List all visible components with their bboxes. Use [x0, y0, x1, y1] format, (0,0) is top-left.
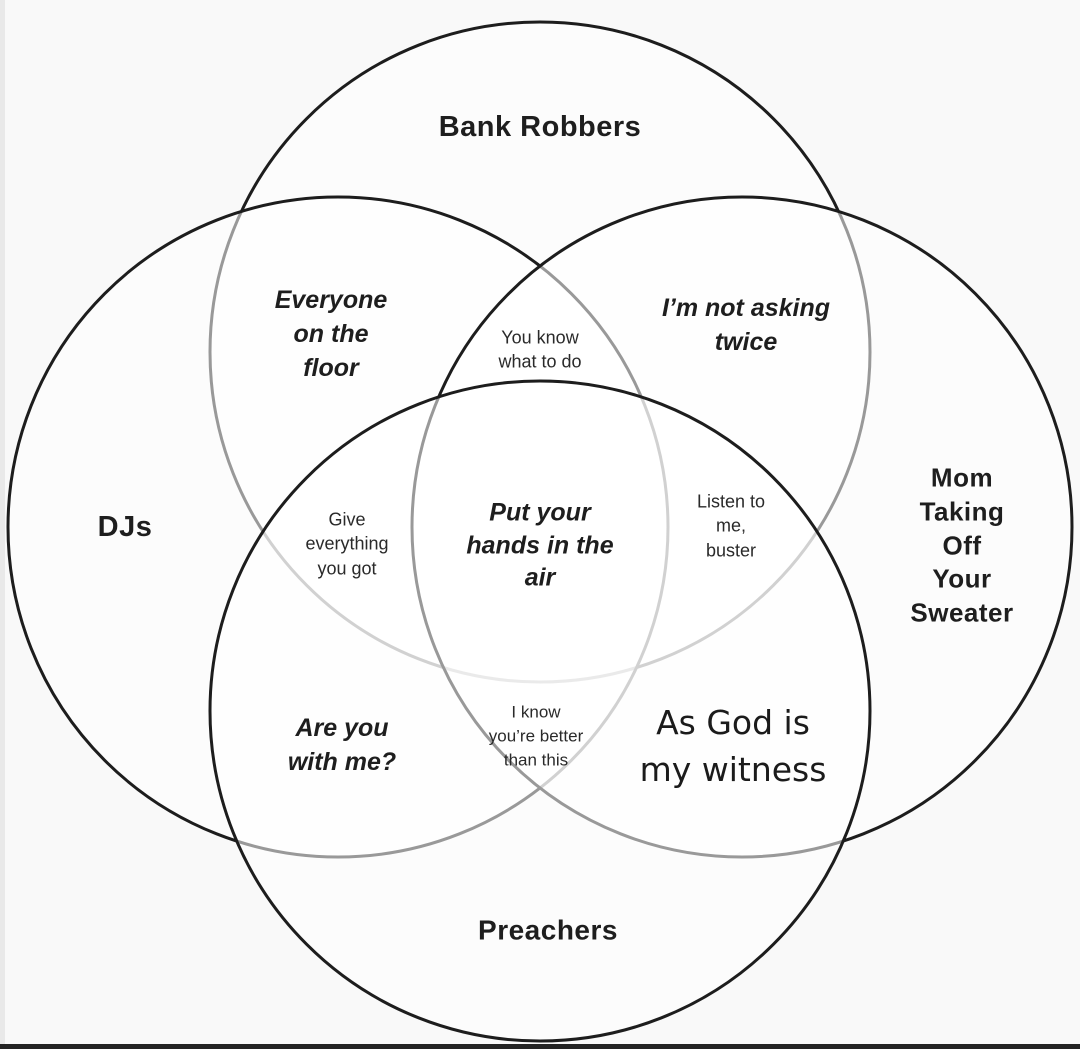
region-label-listen-to-me-buster: Listen to me, buster	[696, 491, 766, 561]
bottom-edge-bar	[0, 1044, 1080, 1049]
region-label-everyone-on-the-floor: Everyone on the floor	[274, 286, 388, 382]
region-label-i-know-youre-better-than-this: I know you’re better than this	[488, 702, 584, 769]
left-edge-strip	[0, 0, 5, 1049]
set-label-djs: DJs	[97, 510, 153, 543]
region-label-im-not-asking-twice: I’m not asking twice	[661, 294, 831, 356]
set-label-preachers: Preachers	[478, 914, 618, 946]
region-label-as-god-is-my-witness: As God is my witness	[639, 703, 827, 789]
set-label-mom-taking-off-your-sweater: Mom Taking Off Your Sweater	[910, 462, 1014, 628]
circle-preachers	[208, 379, 872, 1043]
region-label-are-you-with-me: Are you with me?	[287, 714, 397, 776]
region-label-put-your-hands-in-the-air: Put your hands in the air	[466, 498, 614, 592]
set-label-bank-robbers: Bank Robbers	[438, 110, 642, 143]
region-label-you-know-what-to-do: You know what to do	[498, 327, 582, 372]
region-label-give-everything-you-got: Give everything you got	[305, 509, 389, 579]
